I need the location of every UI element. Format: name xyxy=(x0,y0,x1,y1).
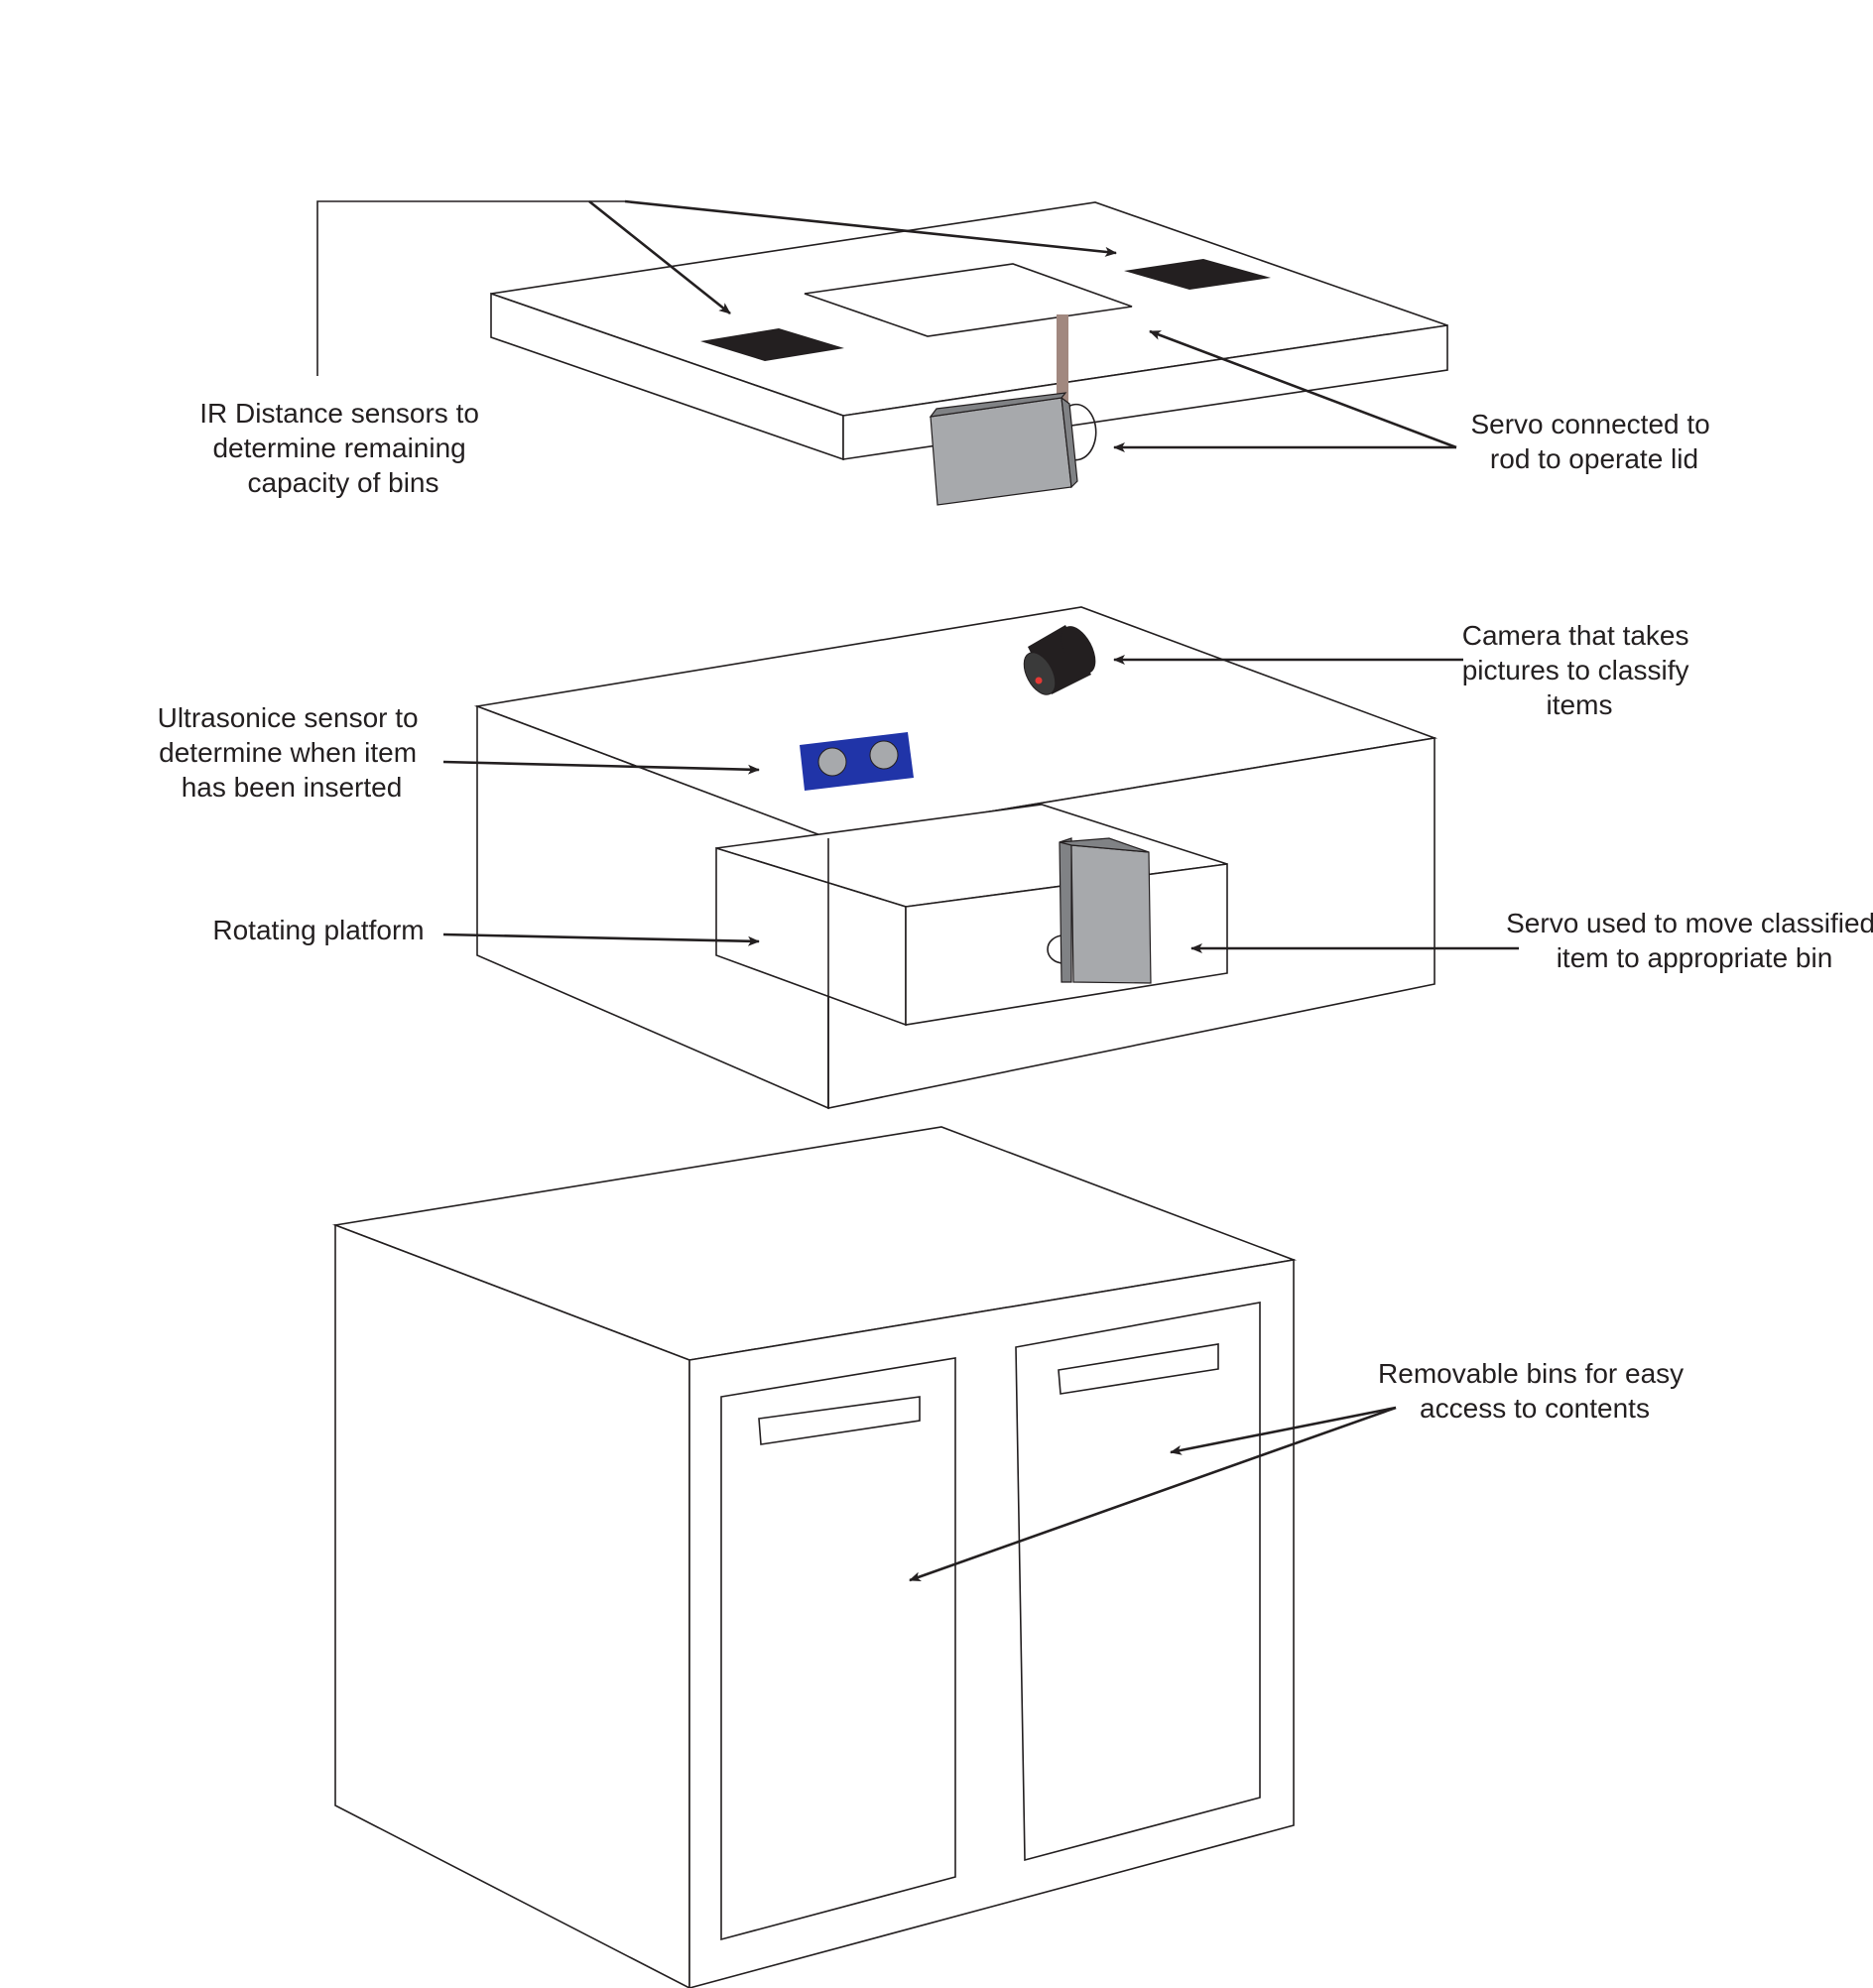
sorting-chamber xyxy=(473,606,1438,1110)
camera xyxy=(1023,625,1096,695)
ultrasonic-sensor xyxy=(800,732,914,791)
ir-sensor-left xyxy=(700,328,844,361)
bin-right-handle xyxy=(1058,1343,1219,1395)
ir-sensor-right xyxy=(1124,259,1271,290)
rotating-platform-label: Rotating platform xyxy=(212,915,424,945)
lid-rod xyxy=(1057,314,1068,404)
lid-opening xyxy=(804,263,1133,337)
bin-left xyxy=(720,1357,956,1941)
cabinet-front-face xyxy=(334,1223,690,1988)
bin-left-handle xyxy=(758,1396,921,1445)
servo-sort-label: Servo used to move classified item to ap… xyxy=(1506,908,1873,973)
removable-bins-label: Removable bins for easy access to conten… xyxy=(1378,1358,1691,1424)
ir-sensors-label: IR Distance sensors to determine remaini… xyxy=(199,398,486,498)
bin-cabinet xyxy=(331,1126,1298,1988)
servo-lid-label: Servo connected to rod to operate lid xyxy=(1470,409,1717,474)
lid-servo xyxy=(929,392,1097,506)
ultrasonic-label: Ultrasonice sensor to determine when ite… xyxy=(158,702,427,803)
callouts xyxy=(316,199,1519,1582)
lid xyxy=(490,201,1448,506)
camera-label: Camera that takes pictures to classify i… xyxy=(1462,620,1697,720)
sorting-servo xyxy=(1047,837,1152,984)
bin-right xyxy=(1015,1302,1261,1862)
ir-callout-line xyxy=(316,200,625,376)
